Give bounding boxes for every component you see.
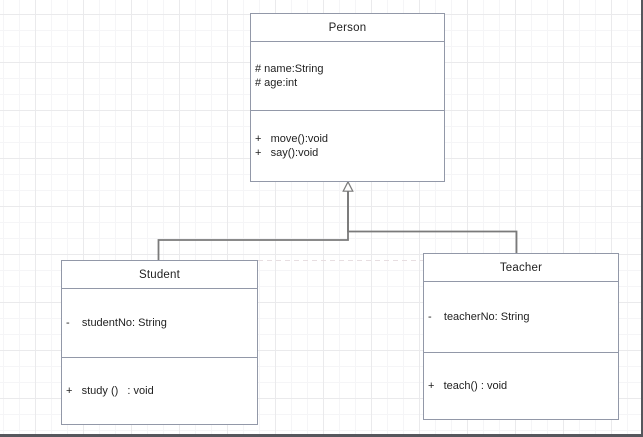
attributes-section-person: # name:String # age:int [251, 42, 444, 111]
window-edge-right [641, 0, 643, 437]
window-edge-bottom [0, 434, 643, 437]
methods-section-teacher: + teach() : void [424, 353, 618, 419]
generalization-connector-teacher-person[interactable] [347, 191, 518, 253]
class-title-teacher: Teacher [424, 254, 618, 282]
class-title-student: Student [62, 261, 257, 289]
method-row: + move():void [255, 133, 329, 145]
class-box-student[interactable]: Student - studentNo: String + study () :… [61, 260, 258, 425]
attributes-section-teacher: - teacherNo: String [424, 282, 618, 353]
class-name-label: Student [138, 268, 181, 281]
methods-section-person: + move():void + say():void [251, 111, 444, 181]
attributes-section-student: - studentNo: String [62, 289, 257, 358]
method-row: + teach() : void [428, 380, 508, 392]
generalization-connector-student-person[interactable] [157, 191, 349, 260]
attribute-row: - studentNo: String [66, 317, 167, 329]
method-row: + say():void [255, 147, 319, 159]
class-box-person[interactable]: Person # name:String # age:int + move():… [250, 13, 445, 182]
class-box-teacher[interactable]: Teacher - teacherNo: String + teach() : … [423, 253, 619, 420]
methods-section-student: + study () : void [62, 358, 257, 424]
generalization-arrowhead-icon [342, 180, 354, 192]
class-name-label: Person [328, 21, 367, 34]
attribute-row: # name:String [255, 63, 324, 75]
attribute-row: - teacherNo: String [428, 311, 530, 323]
class-title-person: Person [251, 14, 444, 42]
attribute-row: # age:int [255, 77, 298, 89]
method-row: + study () : void [66, 385, 154, 397]
class-name-label: Teacher [499, 261, 543, 274]
